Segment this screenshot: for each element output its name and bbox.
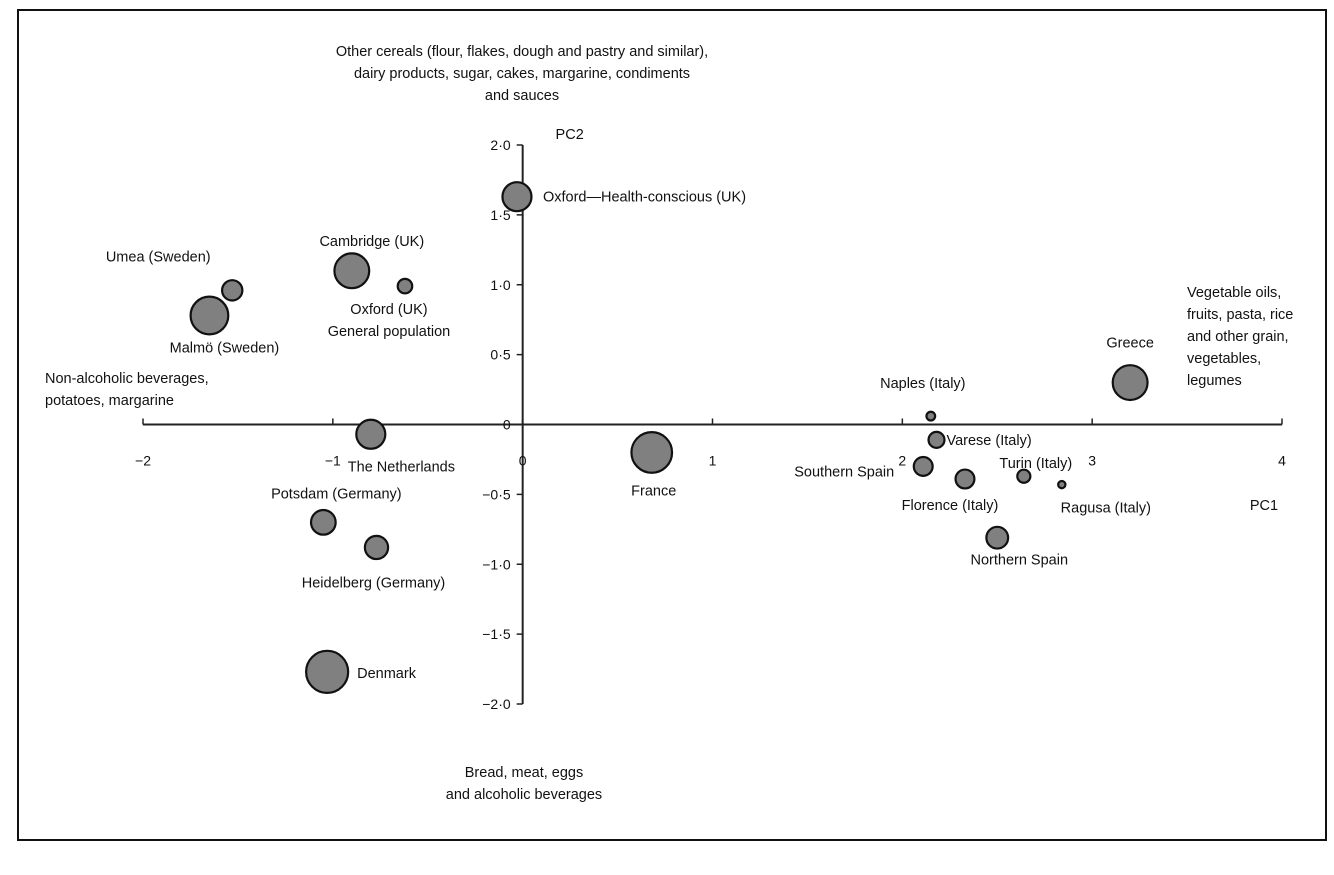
x-tick-label: 4 <box>1278 453 1286 469</box>
annotation-top-line: and sauces <box>485 88 559 104</box>
point-label-line: Oxford (UK) <box>350 302 427 318</box>
point-label: The Netherlands <box>348 459 455 475</box>
data-point <box>309 508 337 536</box>
point-label: France <box>631 483 676 499</box>
point-label: Denmark <box>357 666 417 682</box>
point-label-line: France <box>631 483 676 499</box>
annotation-right-line: fruits, pasta, rice <box>1187 307 1293 323</box>
data-point <box>189 295 230 336</box>
point-label: Greece <box>1106 336 1154 352</box>
annotation-top-line: dairy products, sugar, cakes, margarine,… <box>354 66 690 82</box>
y-tick-label: 1·0 <box>490 277 510 293</box>
data-point <box>927 430 946 449</box>
data-point <box>355 418 387 450</box>
point-label: Turin (Italy) <box>999 456 1072 472</box>
point-label: Southern Spain <box>794 464 894 480</box>
point-label: Potsdam (Germany) <box>271 486 402 502</box>
x-axis-title: PC1 <box>1250 498 1278 514</box>
point-label-line: Naples (Italy) <box>880 376 965 392</box>
data-point <box>954 468 976 490</box>
point-label: Northern Spain <box>970 553 1068 569</box>
point-label-line: Florence (Italy) <box>902 498 999 514</box>
y-tick-label: −1·0 <box>482 556 511 572</box>
x-tick-label: −1 <box>325 453 341 469</box>
point-label: Oxford—Health-conscious (UK) <box>543 190 746 206</box>
x-tick-label: 3 <box>1088 453 1096 469</box>
data-point <box>1016 468 1032 484</box>
point-label-line: Oxford—Health-conscious (UK) <box>543 190 746 206</box>
point-label-line: Northern Spain <box>970 553 1068 569</box>
annotation-bottom-line: and alcoholic beverages <box>446 787 602 803</box>
point-label: Ragusa (Italy) <box>1061 501 1151 517</box>
data-point <box>333 252 371 290</box>
point-label-line: Potsdam (Germany) <box>271 486 402 502</box>
point-label: Malmö (Sweden) <box>170 340 280 356</box>
point-labels: Oxford—Health-conscious (UK) Cambridge (U… <box>106 190 1154 682</box>
point-label-line: Southern Spain <box>794 464 894 480</box>
point-label-line: Denmark <box>357 666 417 682</box>
annotation-left-line: Non-alcoholic beverages, <box>45 371 209 387</box>
y-tick-label: −2·0 <box>482 696 511 712</box>
point-label-line: Ragusa (Italy) <box>1061 501 1151 517</box>
point-label: Naples (Italy) <box>880 376 965 392</box>
x-tick-label: 0 <box>519 453 527 469</box>
y-tick-label: 1·5 <box>490 207 510 223</box>
point-label-line: Cambridge (UK) <box>319 234 424 250</box>
annotation-bottom-line: Bread, meat, eggs <box>465 765 584 781</box>
data-point <box>363 534 390 561</box>
annotation-right-line: legumes <box>1187 373 1242 389</box>
point-label: Heidelberg (Germany) <box>302 575 445 591</box>
data-point <box>501 181 533 213</box>
point-label: Oxford (UK) General population <box>328 302 451 340</box>
point-label: Florence (Italy) <box>902 498 999 514</box>
annotation-right-line: and other grain, <box>1187 329 1289 345</box>
annotation-right-line: Vegetable oils, <box>1187 285 1281 301</box>
annotations: Other cereals (flour, flakes, dough and … <box>45 44 1293 803</box>
point-label-line: Umea (Sweden) <box>106 249 211 265</box>
y-tick-label: 2·0 <box>490 137 510 153</box>
point-label-line: General population <box>328 324 451 340</box>
data-point <box>305 649 350 694</box>
point-label-line: Heidelberg (Germany) <box>302 575 445 591</box>
point-label-line: Greece <box>1106 336 1154 352</box>
x-tick-label: −2 <box>135 453 151 469</box>
data-point <box>925 410 937 422</box>
data-point <box>220 279 244 302</box>
point-label-line: Turin (Italy) <box>999 456 1072 472</box>
x-tick-label: 1 <box>709 453 717 469</box>
point-label-line: Malmö (Sweden) <box>170 340 280 356</box>
data-points <box>189 181 1149 694</box>
axes: −2 −1 0 1 2 3 4 2·0 1·5 1·0 0·5 0 −0·5 −1·0 −1·5 −2·0 PC… <box>135 127 1286 712</box>
annotation-top-line: Other cereals (flour, flakes, dough and … <box>336 44 708 60</box>
annotation-left-line: potatoes, margarine <box>45 393 174 409</box>
point-label-line: The Netherlands <box>348 459 455 475</box>
point-label: Varese (Italy) <box>947 433 1032 449</box>
data-point <box>630 431 674 474</box>
data-point <box>1057 479 1067 490</box>
y-tick-label: 0·5 <box>490 347 510 363</box>
point-label-line: Varese (Italy) <box>947 433 1032 449</box>
annotation-right-line: vegetables, <box>1187 351 1261 367</box>
data-point <box>985 525 1010 550</box>
data-point <box>912 455 934 477</box>
x-tick-label: 2 <box>898 453 906 469</box>
y-tick-label: 0 <box>503 417 511 433</box>
y-tick-label: −1·5 <box>482 626 511 642</box>
y-tick-label: −0·5 <box>482 486 511 502</box>
data-point <box>1111 364 1149 402</box>
point-label: Cambridge (UK) <box>319 234 424 250</box>
data-point <box>396 277 414 295</box>
y-axis-title: PC2 <box>556 127 584 143</box>
point-label: Umea (Sweden) <box>106 249 211 265</box>
